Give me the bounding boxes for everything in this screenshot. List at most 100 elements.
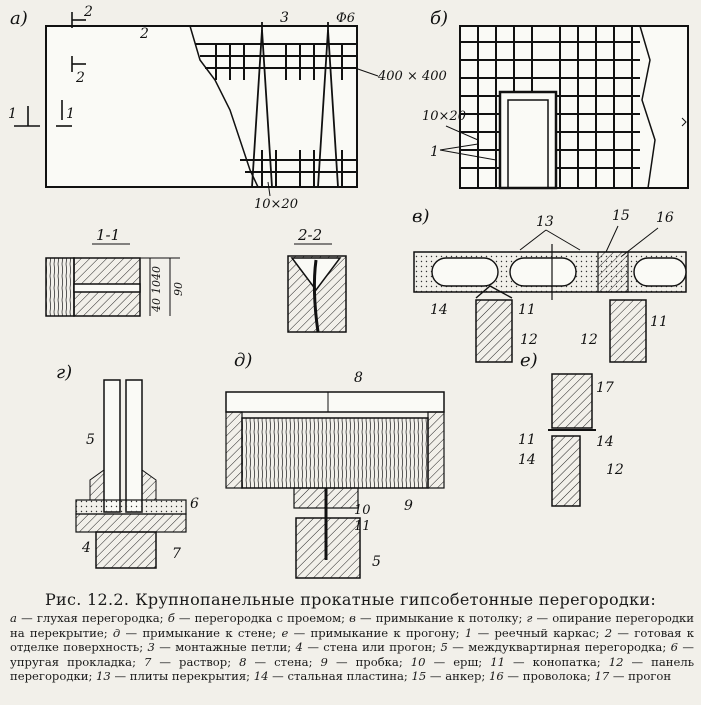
legend-key: 15 [411,669,427,684]
section-label-1-1: 1-1 [96,226,120,244]
mark-d-10: 10 [354,503,371,518]
legend-text: — прогон [609,669,672,684]
legend-text: — междуквартирная перегородка; [447,640,671,655]
dim-10: 10 [150,280,163,294]
section-1-1: 1-1 40 10 40 90 [45,226,185,317]
mark-v-13: 13 [536,214,554,230]
legend-key: 9 [320,654,328,669]
legend-text: — перегородка с проемом; [174,611,350,625]
legend-key: е [281,625,289,640]
legend-text: — опирание перегородки на перекрытие; [10,611,694,640]
mark-a-phi6: Ф6 [336,11,355,26]
legend-key: г [526,611,533,625]
legend-key: 5 [440,640,448,655]
mark-v-12-left: 12 [520,332,538,348]
legend-key: 11 [490,654,505,669]
section-label-2-2: 2-2 [297,226,322,244]
mark-g-7: 7 [172,546,181,562]
mark-v-12-right: 12 [580,332,598,348]
legend-key: 6 [670,640,679,655]
mark-d-8: 8 [354,370,363,386]
legend-text: — ерш; [425,654,491,669]
legend-text: — монтажные петли; [154,640,296,655]
legend-key: 14 [253,669,269,684]
mark-g-4: 4 [81,540,91,556]
mark-b-10x20: 10×20 [422,109,466,124]
mark-v-11-right: 11 [650,314,668,330]
legend-key: 3 [147,640,155,655]
panel-letter-v: в) [412,206,430,227]
panel-d: д) 8 9 10 11 5 [225,350,445,579]
mark-e-14-left: 14 [518,452,536,468]
legend-text: — конопатка; [504,654,609,669]
legend-key: 7 [144,654,152,669]
legend-key: б [167,611,175,625]
figure-legend: а — глухая перегородка; б — перегородка … [10,611,694,684]
legend-text: — панель перегородки; [10,654,695,684]
mark-v-11-left: 11 [518,302,536,318]
legend-text: — пробка; [327,654,411,669]
mark-a-1-left: 1 [8,106,17,122]
legend-text: — плиты перекрытия; [110,669,254,684]
legend-text: — примыкание к потолку; [355,611,527,625]
legend-text: — реечный каркас; [472,625,605,640]
dim-40-bottom: 40 [150,298,163,313]
legend-key: 10 [410,654,426,669]
panel-a: а) [8,4,447,212]
panel-g: г) 5 6 7 4 [56,362,199,569]
mark-e-12: 12 [606,462,624,478]
mark-v-15: 15 [612,208,630,224]
mark-a-2-top: 2 [83,4,93,20]
mark-d-9: 9 [404,498,413,514]
mark-a-2: 2 [139,26,149,42]
mark-a-2-bottom: 2 [75,70,85,86]
mark-a-1-right: 1 [66,106,75,122]
legend-key: 2 [604,625,613,640]
section-2-2: 2-2 [287,226,347,333]
legend-key: 16 [488,669,504,684]
legend-key: 17 [594,669,610,684]
mark-e-17: 17 [596,380,614,396]
mark-g-5: 5 [86,432,95,448]
legend-text: — стена или прогон; [302,640,441,655]
panel-letter-d: д) [234,350,252,371]
figure-caption-title: Рис. 12.2. Крупнопанельные прокатные гипс… [0,590,701,609]
mark-b-1: 1 [430,144,439,160]
legend-key: 12 [608,654,624,669]
legend-text: — примыкание к стене; [120,625,282,640]
mark-v-16: 16 [656,210,674,226]
mark-e-11: 11 [518,432,536,448]
legend-key: 4 [295,640,303,655]
figure-drawing: а) [8,4,689,579]
dim-90: 90 [172,282,185,296]
figure-title: Крупнопанельные прокатные гипсобетонные … [135,590,657,609]
mark-a-400: 400 × 400 [377,69,447,84]
mark-g-6: 6 [190,496,199,512]
legend-text: — готовая к отделке поверхность; [10,625,695,655]
mark-d-11: 11 [354,519,371,534]
legend-text: — анкер; [426,669,489,684]
panel-letter-a: а) [10,8,28,29]
figure-number: Рис. 12.2. [44,590,130,609]
legend-key: 8 [239,654,247,669]
legend-text: — стена; [246,654,321,669]
mark-a-10x20: 10×20 [254,197,298,212]
panel-v: в) 13 15 16 14 11 11 12 12 [412,206,687,363]
panel-letter-b: б) [430,8,448,29]
legend-text: — проволока; [503,669,595,684]
legend-text: — раствор; [151,654,240,669]
legend-text: — примыкание к прогону; [288,625,465,640]
dim-40-top: 40 [150,266,163,281]
legend-text: — глухая перегородка; [16,611,168,625]
legend-key: а [10,611,17,625]
legend-key: в [349,611,356,625]
mark-e-14-right: 14 [596,434,614,450]
legend-key: 1 [464,625,473,640]
panel-letter-g: г) [56,362,72,383]
mark-a-3: 3 [280,10,289,26]
legend-key: 13 [96,669,111,684]
panel-b: б) 10×20 1 [422,8,689,190]
legend-text: — упругая прокладка; [10,640,694,669]
mark-v-14: 14 [430,302,448,318]
mark-d-5: 5 [372,554,381,570]
